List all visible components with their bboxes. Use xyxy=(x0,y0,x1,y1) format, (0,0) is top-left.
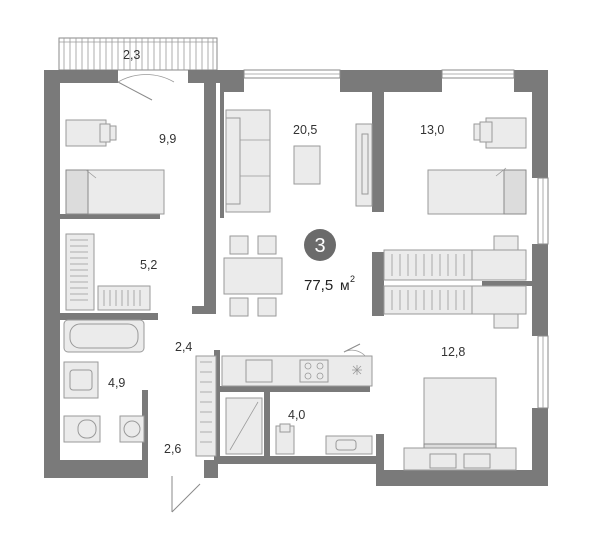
room-area-entrance: 2,6 xyxy=(164,442,181,456)
bedroom-left-furniture xyxy=(65,119,165,215)
total-area-unit-power: 2 xyxy=(350,274,355,284)
wardrobe-furniture xyxy=(65,233,151,311)
total-area-unit: м xyxy=(340,277,350,293)
bedroom-bottom-furniture xyxy=(403,377,517,471)
total-area-value: 77,5 xyxy=(304,277,333,294)
room-area-bedroom-bottom: 12,8 xyxy=(441,345,465,359)
windows xyxy=(243,69,549,409)
kitchen xyxy=(221,355,373,387)
entrance-closet xyxy=(195,355,217,457)
room-area-balcony: 2,3 xyxy=(123,48,140,62)
room-area-living: 20,5 xyxy=(293,123,317,137)
bathroom-middle-fixtures xyxy=(225,397,373,455)
room-count-circle xyxy=(304,229,336,261)
doors xyxy=(117,74,369,513)
room-area-bathroom-middle: 4,0 xyxy=(288,408,305,422)
walls xyxy=(44,70,548,486)
summary-badge: 3 77,5 м 2 xyxy=(304,229,355,294)
closets xyxy=(383,235,527,329)
room-area-bedroom-right: 13,0 xyxy=(420,123,444,137)
living-furniture xyxy=(223,109,373,317)
room-area-hall: 2,4 xyxy=(175,340,192,354)
room-area-bedroom-left: 9,9 xyxy=(159,132,176,146)
balcony xyxy=(58,37,218,71)
bathroom-left-fixtures xyxy=(63,319,145,443)
bedroom-right-furniture xyxy=(427,117,527,215)
room-count: 3 xyxy=(314,235,325,257)
room-area-wardrobe: 5,2 xyxy=(140,258,157,272)
room-area-bathroom-left: 4,9 xyxy=(108,376,125,390)
